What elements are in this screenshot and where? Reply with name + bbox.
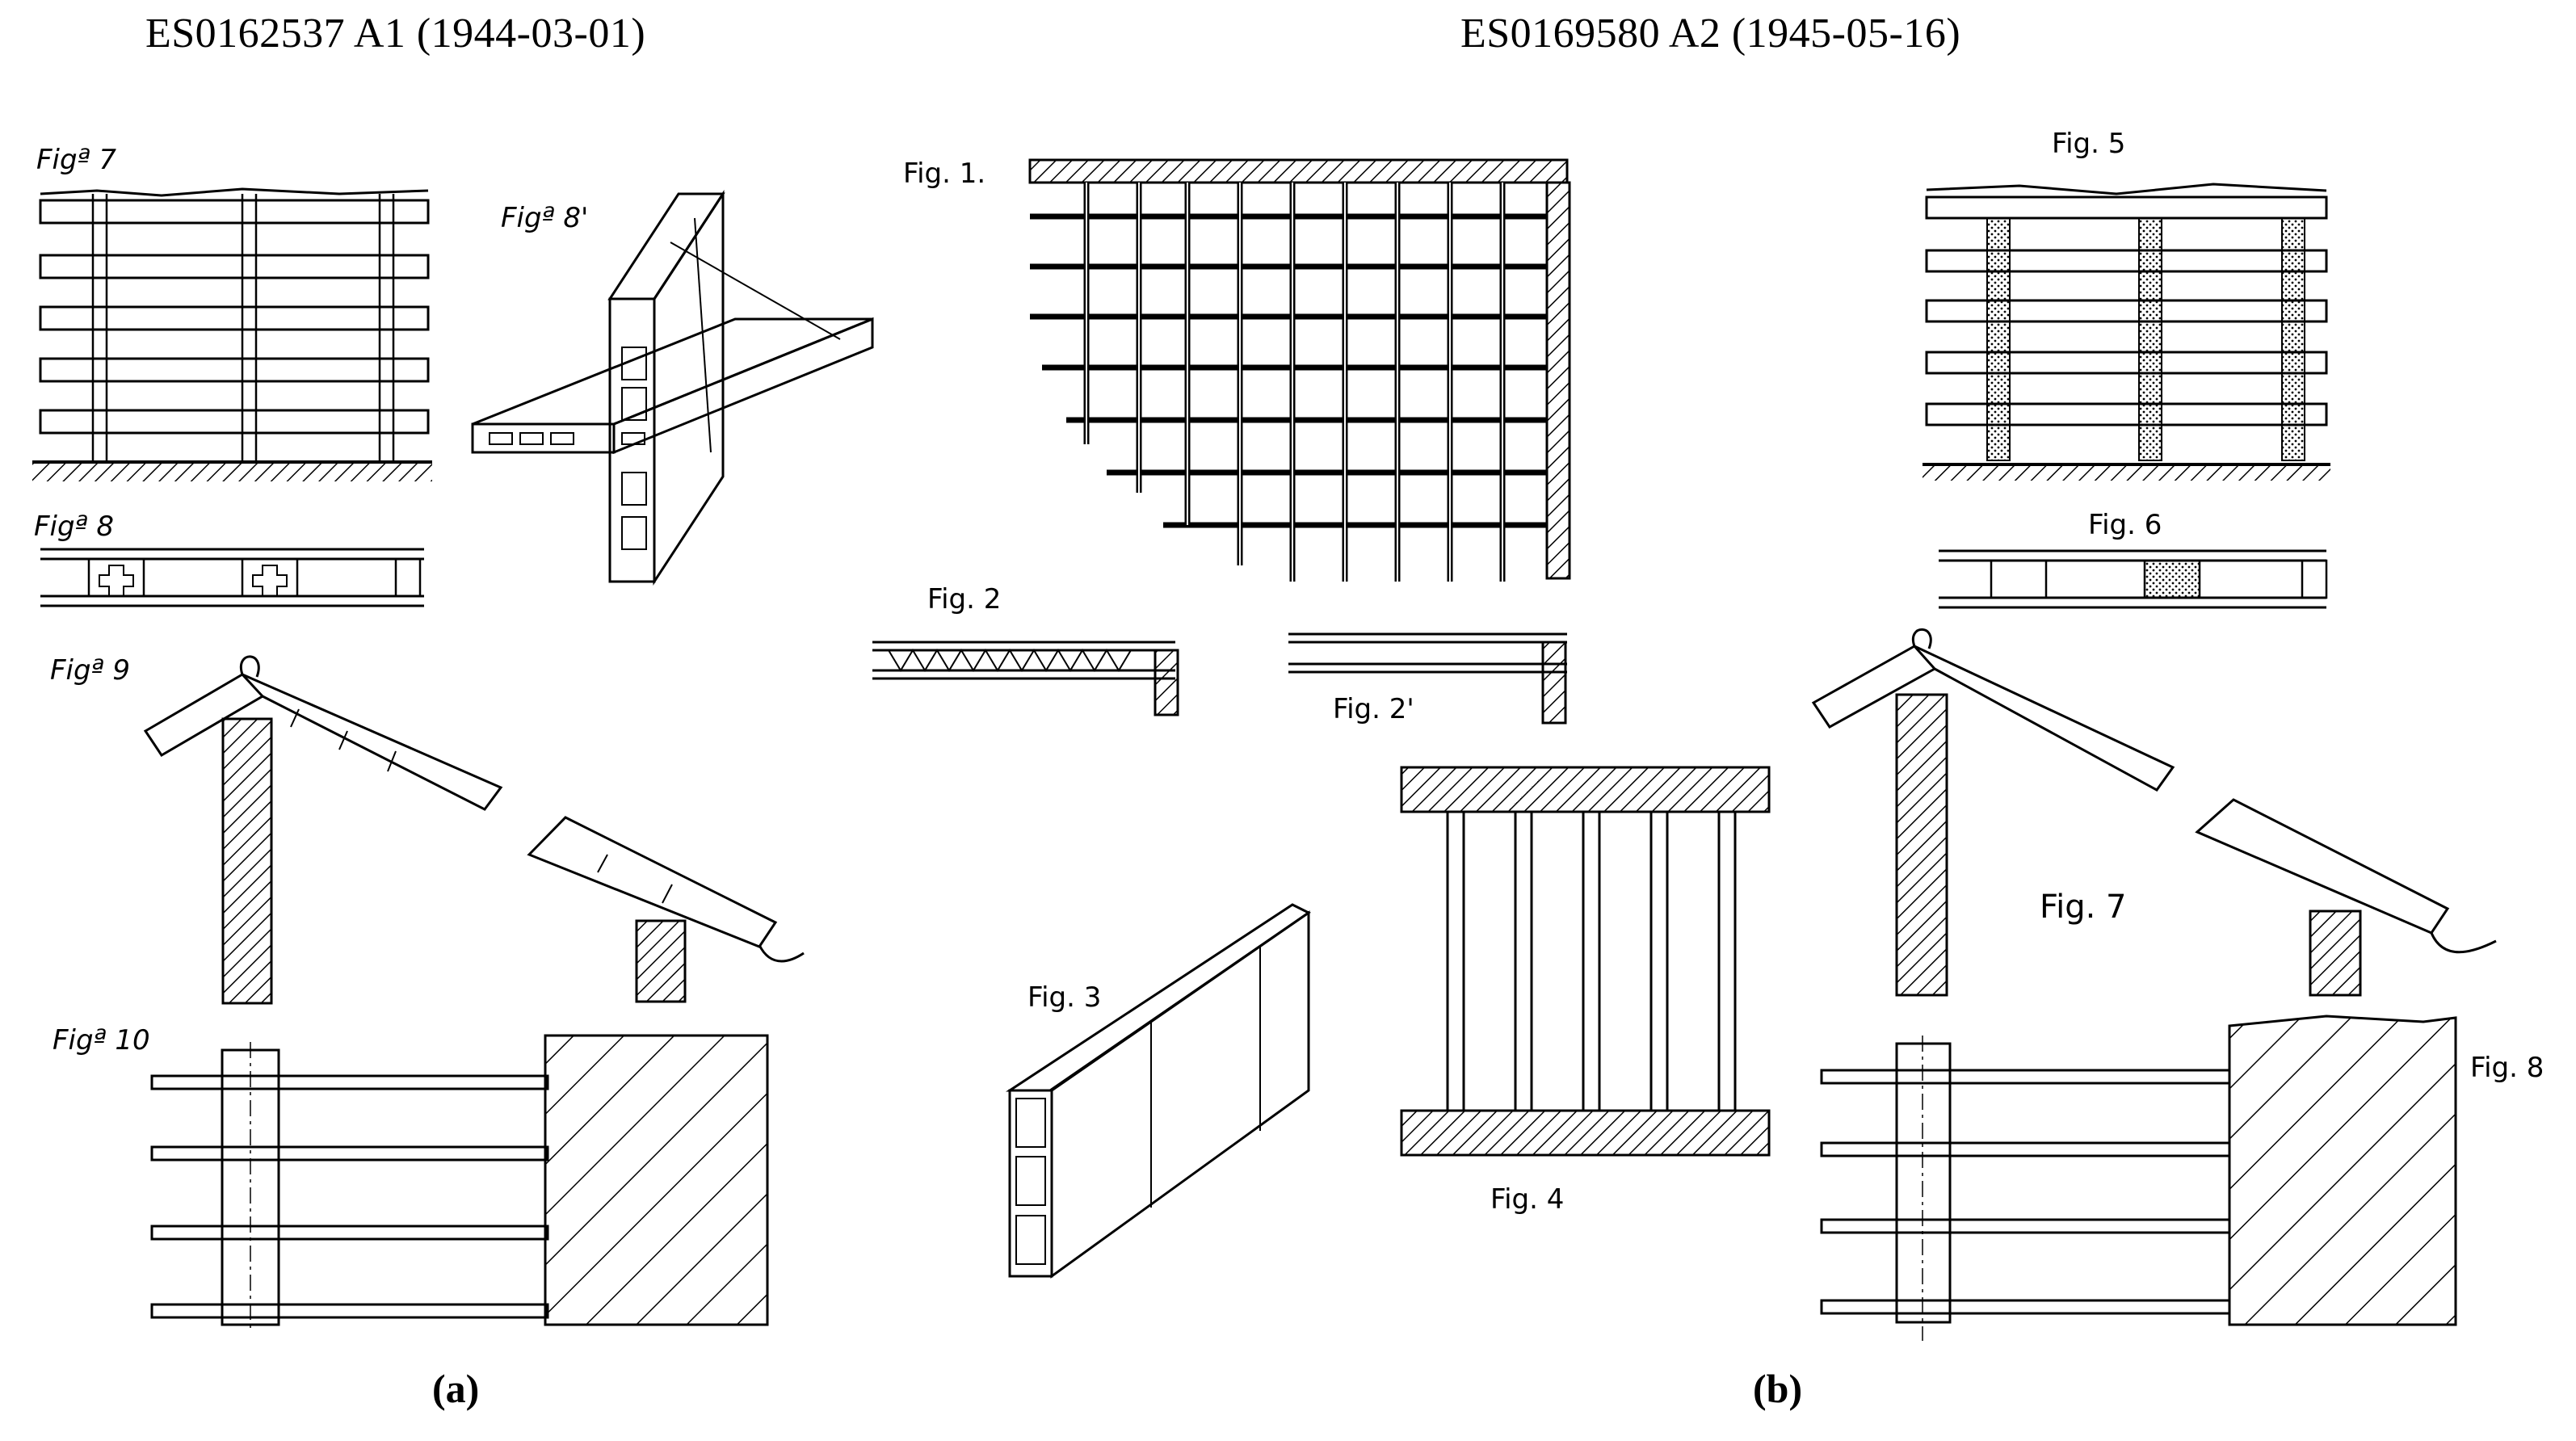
fig-a10-plan xyxy=(150,1034,769,1333)
panel-b-title: ES0169580 A2 (1945-05-16) xyxy=(1460,11,1961,57)
fig-b5-wall-elevation xyxy=(1923,183,2330,481)
fig-label-b6: Fig. 6 xyxy=(2088,509,2162,541)
fig-b2prime-section xyxy=(1288,632,1567,725)
panel-b-sublabel: (b) xyxy=(1753,1366,1803,1411)
fig-b7-roof xyxy=(1811,628,2497,997)
fig-label-a7: Figª 7 xyxy=(36,144,117,176)
fig-label-a8: Figª 8 xyxy=(34,510,115,543)
fig-b1-grid xyxy=(1028,158,1571,582)
fig-b3-panel xyxy=(1005,903,1311,1279)
fig-b2-section xyxy=(872,641,1179,716)
panel-b-drawings xyxy=(872,158,2497,1341)
fig-label-b5: Fig. 5 xyxy=(2052,128,2126,160)
fig-b8-plan xyxy=(1820,1015,2457,1341)
fig-a8-section xyxy=(40,548,424,607)
fig-label-b2: Fig. 2 xyxy=(927,583,1002,615)
fig-label-b7: Fig. 7 xyxy=(2040,889,2127,926)
fig-label-b2prime: Fig. 2' xyxy=(1333,693,1414,725)
fig-label-b4: Fig. 4 xyxy=(1490,1183,1565,1216)
panel-a-drawings xyxy=(32,187,874,1333)
fig-a9-roof xyxy=(143,655,805,1005)
fig-a7-wall-elevation xyxy=(32,187,432,481)
panel-a-sublabel: (a) xyxy=(432,1366,480,1411)
fig-label-b3: Fig. 3 xyxy=(1027,981,1102,1014)
fig-label-a9: Figª 9 xyxy=(50,654,131,687)
fig-label-a8prime: Figª 8' xyxy=(501,202,589,234)
fig-b6-section xyxy=(1939,549,2328,609)
fig-label-b1: Fig. 1. xyxy=(903,158,986,190)
fig-label-a10: Figª 10 xyxy=(53,1024,150,1057)
fig-a8prime-cross-joint xyxy=(471,189,874,586)
fig-b4-frame xyxy=(1400,766,1771,1157)
panel-a-title: ES0162537 A1 (1944-03-01) xyxy=(145,11,646,57)
fig-label-b8: Fig. 8 xyxy=(2470,1052,2544,1084)
